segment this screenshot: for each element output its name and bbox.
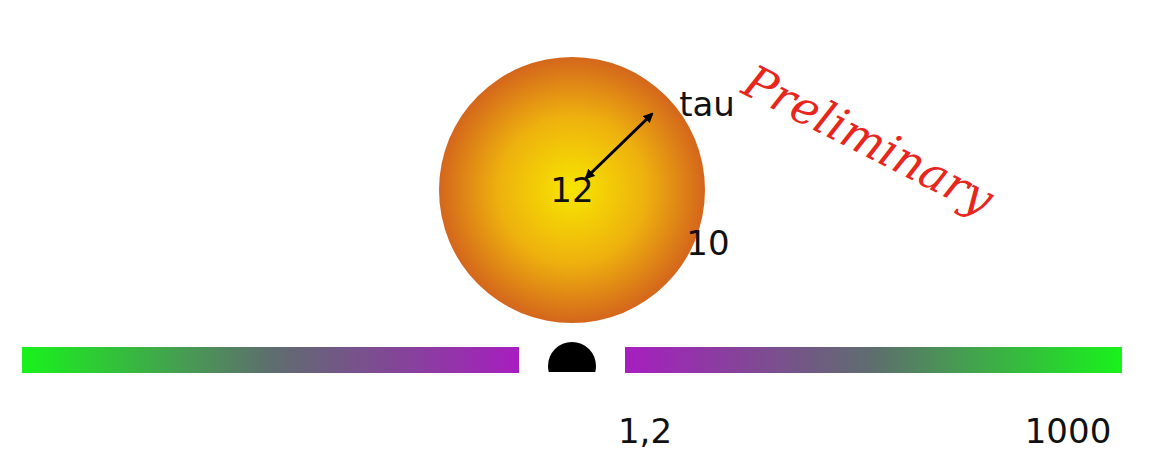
left-bar	[22, 347, 519, 373]
end-value: 1000	[1025, 414, 1112, 448]
radius-label: tau	[679, 87, 735, 121]
center-value: 12	[550, 173, 593, 207]
sphere	[439, 57, 705, 323]
sphere-node: 12	[439, 57, 705, 323]
watermark: Preliminary	[736, 58, 1000, 223]
black-dot	[548, 342, 596, 372]
radius-arrow	[586, 114, 652, 178]
edge-value: 10	[686, 226, 729, 260]
right-bar	[625, 347, 1122, 373]
center-value: 1,2	[618, 414, 672, 448]
